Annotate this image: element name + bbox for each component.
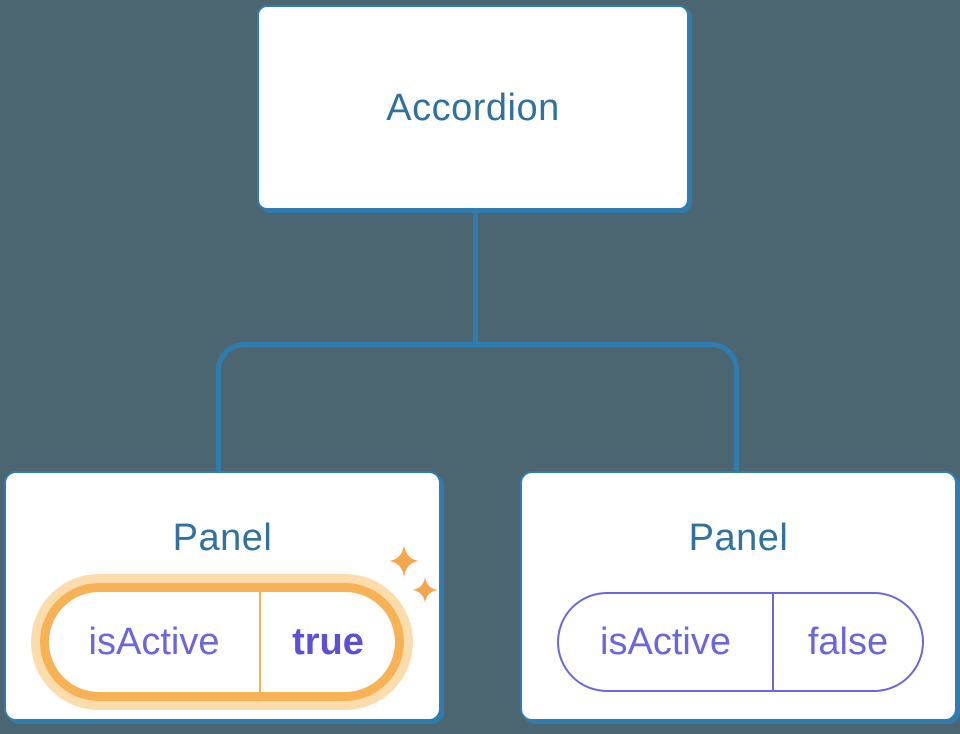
state-pill-plain: isActive false: [557, 592, 924, 692]
panel-node-label: Panel: [688, 517, 789, 559]
connector-branches: [216, 342, 739, 471]
sparkles-icon: [389, 545, 438, 603]
panel-node-active: Panel isActive true: [4, 471, 441, 721]
accordion-node: Accordion: [257, 5, 689, 210]
accordion-node-label: Accordion: [386, 86, 560, 129]
state-value: false: [807, 620, 889, 663]
panel-node-inactive: Panel isActive false: [520, 471, 957, 721]
state-key: isActive: [600, 620, 731, 663]
connector-stem: [473, 208, 478, 344]
panel-node-label: Panel: [172, 517, 273, 559]
pill-divider: [259, 592, 261, 692]
state-key: isActive: [88, 620, 220, 663]
state-pill-highlighted: isActive true: [40, 583, 404, 701]
pill-divider: [772, 594, 774, 690]
state-value: true: [292, 620, 364, 663]
